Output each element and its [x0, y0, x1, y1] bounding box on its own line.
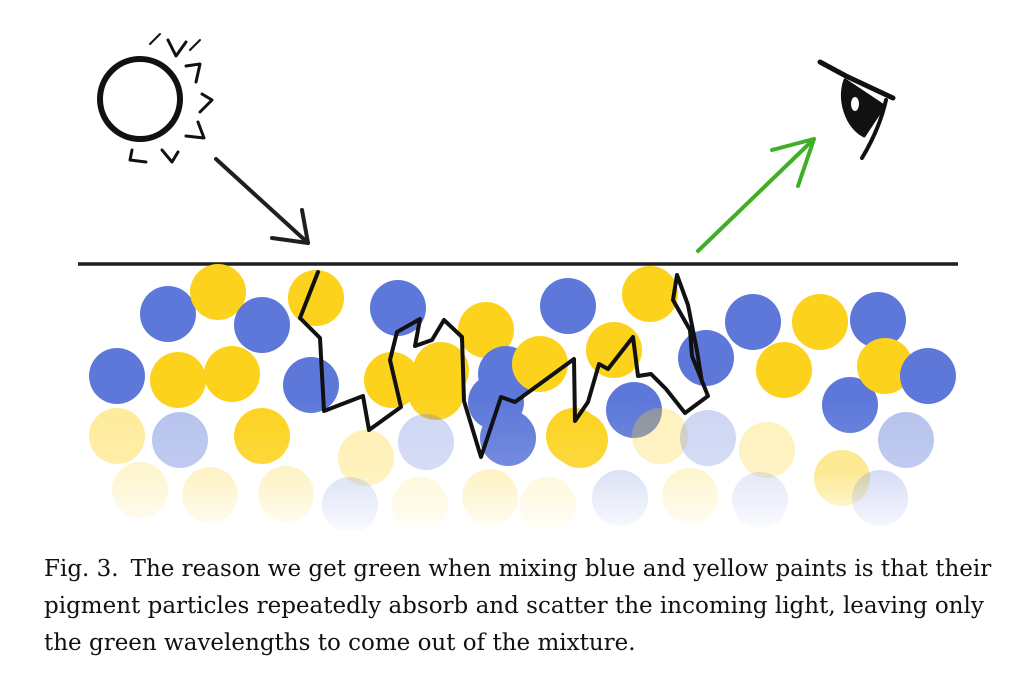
yellow-pigment-particle — [204, 346, 260, 402]
yellow-pigment-particle — [150, 352, 206, 408]
blue-pigment-particle — [900, 348, 956, 404]
yellow-pigment-particle — [364, 352, 420, 408]
blue-pigment-particle — [89, 348, 145, 404]
eye-icon — [817, 59, 896, 160]
blue-pigment-particle — [140, 286, 196, 342]
outgoing-green-arrow — [696, 137, 816, 253]
blue-pigment-particle — [234, 297, 290, 353]
yellow-pigment-particle — [622, 266, 678, 322]
yellow-pigment-particle — [458, 302, 514, 358]
yellow-pigment-particle — [512, 336, 568, 392]
caption-text: The reason we get green when mixing blue… — [44, 556, 992, 656]
particle-fade-overlay — [80, 400, 960, 530]
blue-pigment-particle — [725, 294, 781, 350]
yellow-pigment-particle — [756, 342, 812, 398]
blue-pigment-particle — [850, 292, 906, 348]
blue-pigment-particle — [540, 278, 596, 334]
scattering-light-path — [298, 270, 710, 459]
figure-caption: Fig. 3.The reason we get green when mixi… — [44, 551, 1004, 662]
blue-pigment-particle — [678, 330, 734, 386]
yellow-pigment-particle — [857, 338, 913, 394]
incoming-light-arrow — [214, 157, 310, 245]
yellow-pigment-particle — [792, 294, 848, 350]
caption-label: Fig. 3. — [44, 556, 119, 582]
figure-illustration — [78, 33, 960, 530]
sun-icon — [97, 33, 214, 164]
yellow-pigment-particle — [190, 264, 246, 320]
